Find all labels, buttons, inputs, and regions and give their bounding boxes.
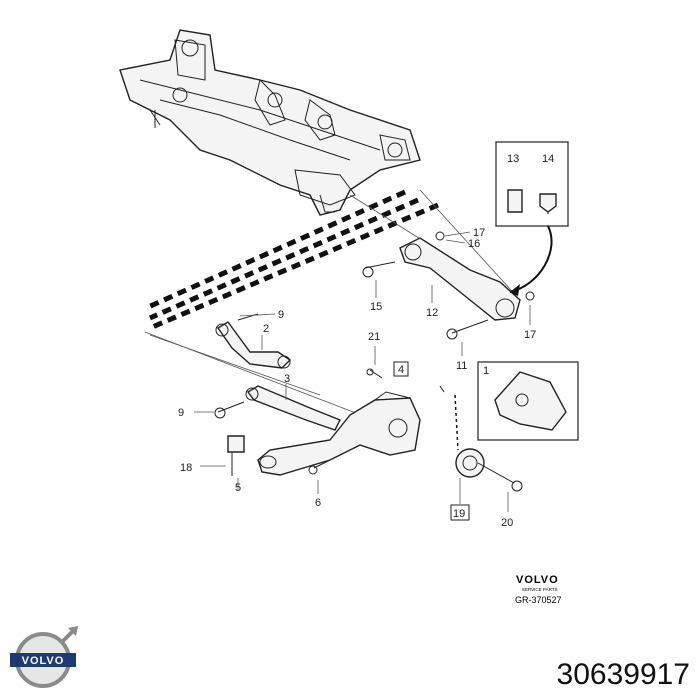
brand-tagline: SERVICE PARTS — [522, 587, 558, 592]
hub-19 — [454, 394, 523, 492]
callout-3: 3 — [284, 373, 290, 385]
callout-11: 11 — [456, 360, 467, 372]
callout-19: 19 — [453, 508, 465, 520]
part-number: 30639917 — [556, 658, 690, 691]
subframe-drawing — [119, 29, 421, 216]
callout-20: 20 — [501, 517, 513, 529]
callout-5: 5 — [235, 482, 241, 494]
callout-15: 15 — [370, 301, 382, 313]
inset-13-14 — [495, 141, 569, 296]
callout-4: 4 — [398, 364, 404, 376]
callout-13: 13 — [507, 153, 519, 165]
inset-1 — [477, 361, 579, 441]
figure-code: GR-370527 — [515, 595, 562, 605]
callout-9-lower: 9 — [178, 407, 184, 419]
callout-17-lower: 17 — [524, 329, 536, 341]
callout-2: 2 — [263, 323, 269, 335]
link-arm-2 — [215, 313, 292, 369]
callout-17-upper: 17 — [473, 227, 485, 239]
callout-18: 18 — [180, 462, 192, 474]
trailing-arm-knuckle — [227, 368, 445, 476]
callout-12: 12 — [426, 307, 438, 319]
callout-1: 1 — [483, 365, 489, 377]
callout-16: 16 — [468, 238, 480, 250]
callout-6: 6 — [315, 497, 321, 509]
callout-9-upper: 9 — [278, 309, 284, 321]
callout-21: 21 — [368, 331, 380, 343]
volvo-logo: VOLVO — [6, 622, 84, 692]
callout-14: 14 — [542, 153, 554, 165]
logo-text: VOLVO — [22, 655, 65, 667]
leader-lines — [144, 189, 521, 431]
control-arm-12 — [362, 231, 535, 340]
brand-mark-small: VOLVO — [516, 574, 559, 586]
link-arm-3 — [214, 385, 341, 431]
dashed-connectors — [144, 189, 439, 331]
callout-leaders — [194, 231, 531, 512]
